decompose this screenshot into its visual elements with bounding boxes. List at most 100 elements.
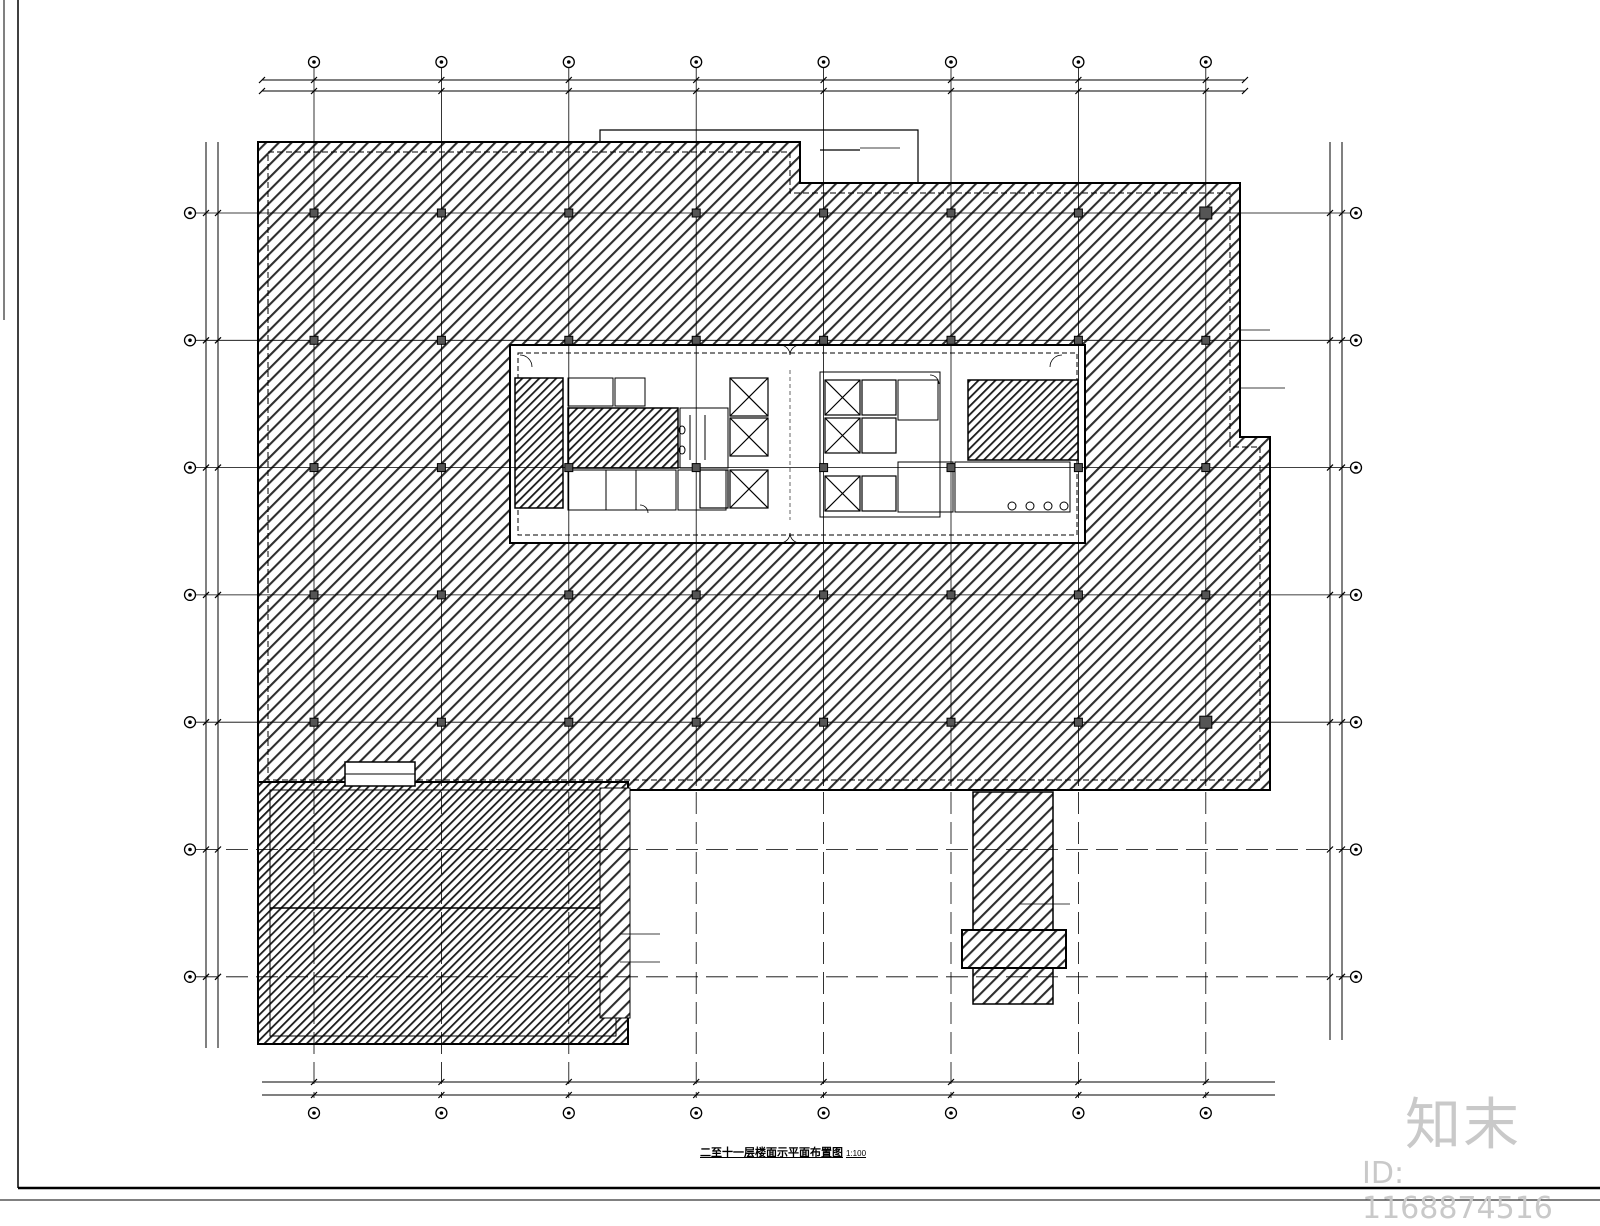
column-icon [819, 335, 829, 345]
column-icon [436, 335, 446, 345]
dimension-tick [1202, 1078, 1210, 1086]
dimension-tick [1338, 209, 1346, 217]
dimension-tick [202, 973, 210, 981]
dimension-tick [1338, 336, 1346, 344]
dimension-tick [1202, 87, 1210, 95]
dimension-tick [202, 464, 210, 472]
axis-bubble-dot [821, 1111, 826, 1115]
axis-bubble-dot [1354, 720, 1358, 724]
axis-bubbles [183, 55, 1363, 1120]
dimension-tick [214, 464, 222, 472]
dimension-tick [1338, 464, 1346, 472]
dimension-ticks [202, 76, 1346, 1099]
column-icon [946, 463, 956, 473]
column-icon [1199, 206, 1213, 220]
building-core [509, 344, 1086, 544]
dimension-tick [214, 336, 222, 344]
column-icon [436, 717, 446, 727]
axis-bubble-dot [1354, 975, 1358, 979]
axis-bubble-dot [1354, 211, 1358, 215]
dimension-tick [1326, 209, 1334, 217]
dimension-tick [202, 718, 210, 726]
axis-bubble-dot [567, 1111, 571, 1115]
axis-bubble-dot [949, 60, 953, 64]
column-icon [564, 590, 574, 600]
axis-bubble-dot [694, 1111, 698, 1115]
dimension-tick [214, 209, 222, 217]
top-notch-outline [599, 129, 919, 183]
column-icon [1073, 335, 1083, 345]
axis-bubble-dot [1204, 60, 1208, 64]
elevator-bank-right [824, 379, 897, 512]
column-icon [1201, 335, 1211, 345]
dimension-tick [1326, 591, 1334, 599]
dimension-tick [820, 87, 828, 95]
dimension-tick [1074, 1091, 1082, 1099]
sheet-border [0, 0, 1600, 1201]
dimension-tick [565, 76, 573, 84]
axis-bubble-dot [1354, 847, 1358, 852]
watermark-id: ID: 1168874516 [1362, 1156, 1553, 1226]
watermark-logo: 知末 [1405, 1093, 1521, 1158]
column-icon [691, 463, 701, 473]
dimension-tick [1326, 973, 1334, 981]
axis-bubble-dot [188, 593, 192, 597]
dimension-tick [1202, 76, 1210, 84]
columns [309, 206, 1213, 729]
dimension-tick [947, 1078, 955, 1086]
dimension-tick [437, 1091, 445, 1099]
dimension-tick [1241, 76, 1249, 84]
dimension-tick [1338, 846, 1346, 853]
drawing-scale: 1:100 [846, 1149, 867, 1158]
column-icon [691, 335, 701, 345]
column-icon [1201, 590, 1211, 600]
elevator-bank-left [699, 377, 769, 509]
dimension-tick [437, 76, 445, 84]
dimension-tick [214, 591, 222, 599]
dimension-tick [1202, 1091, 1210, 1099]
dimension-tick [202, 846, 210, 853]
column-icon [1073, 590, 1083, 600]
dimension-tick [310, 87, 318, 95]
dimension-tick [437, 87, 445, 95]
dimension-tick [947, 1091, 955, 1099]
dimension-tick [820, 76, 828, 84]
axis-bubble-dot [188, 720, 192, 724]
column-icon [691, 717, 701, 727]
dimension-tick [820, 1078, 828, 1086]
dimension-tick [1074, 76, 1082, 84]
axis-bubble-dot [1354, 593, 1358, 597]
column-icon [564, 463, 574, 473]
dimension-tick [202, 336, 210, 344]
dimension-tick [692, 76, 700, 84]
dimension-tick [202, 209, 210, 217]
column-icon [1073, 463, 1083, 473]
right-stair [967, 379, 1079, 461]
axis-bubble-dot [188, 211, 192, 215]
dimension-tick [947, 87, 955, 95]
column-icon [819, 208, 829, 218]
left-stair [514, 377, 564, 509]
column-icon [819, 717, 829, 727]
bridge-corridor [961, 791, 1067, 1005]
dimension-tick [692, 1091, 700, 1099]
axis-bubble-dot [312, 1111, 316, 1115]
dimension-tick [1241, 87, 1249, 95]
dimension-tick [437, 1078, 445, 1086]
axis-bubble-dot [1204, 1111, 1208, 1115]
axis-bubble-dot [312, 60, 316, 64]
dimension-tick [1074, 87, 1082, 95]
dimension-tick [565, 1078, 573, 1086]
dimension-tick [1326, 718, 1334, 726]
column-icon [1073, 208, 1083, 218]
dimension-tick [565, 87, 573, 95]
annotation-leaders [620, 147, 1285, 963]
dimension-tick [258, 76, 266, 84]
dimension-tick [310, 1091, 318, 1099]
column-icon [309, 335, 319, 345]
column-icon [564, 335, 574, 345]
lower-left-wing [257, 761, 631, 1045]
axis-bubble-dot [188, 465, 192, 470]
dimension-tick [820, 1091, 828, 1099]
dimension-tick [214, 973, 222, 981]
